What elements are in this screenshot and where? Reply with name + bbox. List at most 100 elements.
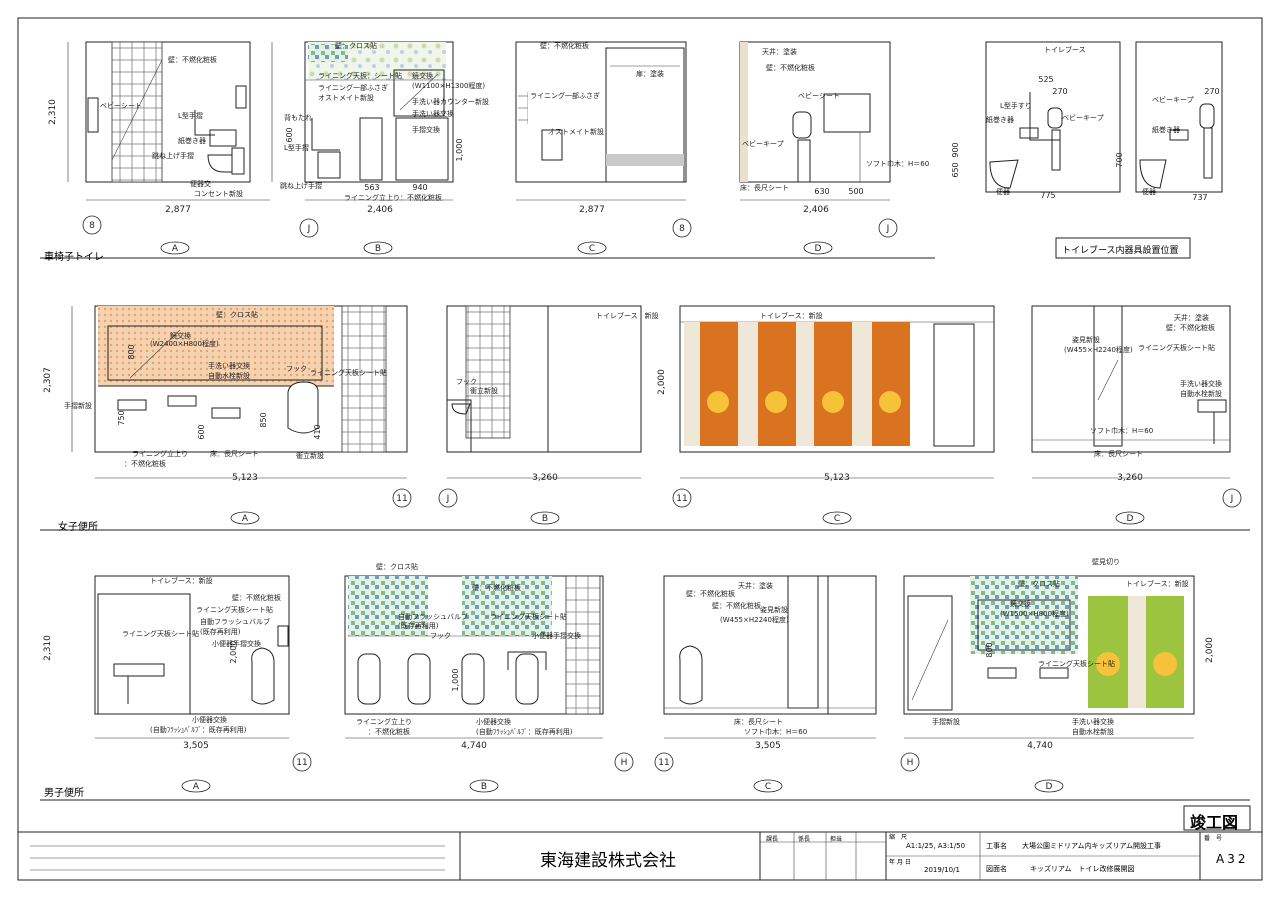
dim-wheelchair-b-dims-3: 940 <box>412 183 427 192</box>
dim-mens-d-dims-0: 800 <box>985 642 994 657</box>
note-mens-c-3: 姿見新設 <box>760 605 788 614</box>
elevation-mens-c <box>663 575 877 739</box>
elevation-letter-wheelchair-b: B <box>375 244 381 254</box>
drawing-name: キッズリアム トイレ改修展開図 <box>1030 865 1135 873</box>
note-wheelchair-d-4: ソフト巾木：H＝60 <box>866 159 929 168</box>
company-name: 東海建設株式会社 <box>540 851 676 871</box>
grid-bubble-mens-c-circle <box>654 752 674 772</box>
note-wheelchair-d-1: 壁：不燃化粧板 <box>766 63 815 72</box>
note-mens-c-5: 床：長尺シート <box>734 717 783 726</box>
note-womens-a-9: ：不燃化粧板 <box>124 459 166 468</box>
note-wheelchair-a-2: L型手摺 <box>178 111 203 120</box>
grid-bubble-wheelchair-b-circle <box>299 218 319 238</box>
number-label: 番 号 <box>1204 835 1223 842</box>
elevation-letter-womens-d: D <box>1127 514 1134 524</box>
note-wheelchair-a-3: 紙巻き器 <box>178 136 206 145</box>
grid-bubble-mens-b: H <box>621 758 628 768</box>
grid-bubble-womens-c-circle <box>672 488 692 508</box>
drawing-number: A32 <box>1216 852 1249 866</box>
elevation-wheelchair-d <box>739 41 891 201</box>
row-womens <box>40 305 1250 531</box>
scale-label: 縮 尺 <box>889 834 908 841</box>
booth-note-2: 紙巻き器 <box>986 115 1014 124</box>
grid-bubble-womens-b-circle <box>438 488 458 508</box>
elevation-letter-mens-d: D <box>1046 782 1053 792</box>
note-wheelchair-b-10: L型手摺 <box>284 143 309 152</box>
note-wheelchair-d-5: 床：長尺シート <box>740 183 789 192</box>
elevation-mens-d <box>903 575 1195 739</box>
note-mens-d-5: ライニング天板シート貼 <box>1038 659 1115 668</box>
note-womens-c-0: トイレブース：新設 <box>760 311 823 320</box>
grid-bubble-mens-d: H <box>907 758 914 768</box>
elevation-letter-womens-c: C <box>834 514 840 524</box>
dim-wheelchair-d-dims-0: 630 <box>814 187 829 196</box>
note-womens-a-0: 壁：クロス貼 <box>216 310 258 319</box>
elevation-letter-womens-a-circle <box>230 511 260 525</box>
note-wheelchair-b-5: (W1100×H1300程度) <box>412 81 485 90</box>
note-wheelchair-b-12: ライニング立上り：不燃化粧板 <box>344 193 442 202</box>
note-wheelchair-b-6: 手洗い器カウンター新設 <box>412 97 489 106</box>
drawing-label: 図面名 <box>986 865 1007 873</box>
elevation-letter-mens-b-circle <box>469 779 499 793</box>
note-womens-d-3: (W455×H2240程度) <box>1064 345 1133 354</box>
note-womens-a-3: 手洗い器交換 <box>208 361 250 370</box>
note-mens-a-3: 自動フラッシュバルブ <box>200 617 270 626</box>
note-mens-d-8: 自動水栓新設 <box>1072 727 1114 736</box>
dim-wheelchair-b-dims-2: 563 <box>364 183 379 192</box>
dim-wheelchair-booth-dims-4: 775 <box>1040 191 1055 200</box>
grid-bubble-wheelchair-b: J <box>307 224 311 234</box>
grid-bubble-wheelchair-c-circle <box>672 218 692 238</box>
height-dim-mens-d: 2,000 <box>1205 637 1215 663</box>
note-mens-b-1: 壁：不燃化粧板 <box>472 583 521 592</box>
note-wheelchair-c-1: 扉：塗装 <box>636 69 664 78</box>
note-womens-d-5: 手洗い器交換 <box>1180 379 1222 388</box>
note-womens-a-1: 鏡交換 <box>170 331 191 340</box>
grid-bubble-womens-d: J <box>1230 494 1234 504</box>
note-mens-a-6: 小便器手摺交換 <box>212 639 261 648</box>
dim-wheelchair-booth-dims-2: 900 <box>951 142 960 157</box>
note-womens-a-6: ライニング天板シート貼 <box>310 368 387 377</box>
note-mens-a-4: (既存再利用) <box>200 627 241 636</box>
dim-mens-b-dims-0: 1,000 <box>451 669 460 692</box>
grid-bubble-mens-b-circle <box>614 752 634 772</box>
note-wheelchair-b-2: ライニング一部ふさぎ <box>318 83 388 92</box>
project-label: 工事名 <box>986 842 1007 850</box>
date-value: 2019/10/1 <box>924 866 960 874</box>
note-mens-d-0: 壁見切り <box>1092 557 1120 566</box>
grid-bubble-womens-b: J <box>446 494 450 504</box>
note-mens-b-5: ライニング天板シート貼 <box>490 612 567 621</box>
booth-note-1: L型手すり <box>1000 101 1032 110</box>
width-dim-wheelchair-c: 2,877 <box>579 205 605 215</box>
note-mens-b-0: 壁：クロス貼 <box>376 562 418 571</box>
dim-wheelchair-booth-dims-0: 525 <box>1038 75 1053 84</box>
width-dim-mens-c: 3,505 <box>755 741 781 751</box>
elevation-letter-mens-c-circle <box>753 779 783 793</box>
elevation-letter-womens-d-circle <box>1115 511 1145 525</box>
note-wheelchair-b-7: 手洗い器交換 <box>412 109 454 118</box>
dim-wheelchair-b-dims-0: 600 <box>285 127 294 142</box>
note-wheelchair-a-1: ベビーシート <box>100 101 142 110</box>
elevation-letter-mens-b: B <box>481 782 487 792</box>
elevation-womens-c <box>679 305 995 479</box>
dim-womens-a-dims-1: 750 <box>117 410 126 425</box>
dim-wheelchair-booth-dims-3: 650 <box>951 162 960 177</box>
grid-bubble-womens-c: 11 <box>676 494 687 504</box>
note-wheelchair-a-5: 便器交 <box>190 179 211 188</box>
note-wheelchair-b-9: 背もたれ <box>284 113 312 122</box>
note-womens-d-8: 床：長尺シート <box>1094 449 1143 458</box>
dim-wheelchair-d-dims-1: 500 <box>848 187 863 196</box>
elevation-letter-womens-b-circle <box>530 511 560 525</box>
elevation-letter-mens-d-circle <box>1034 779 1064 793</box>
note-mens-b-10: (自動ﾌﾗｯｼｭﾊﾞﾙﾌﾞ：既存再利用) <box>476 727 573 736</box>
note-mens-b-7: ライニング立上り <box>356 717 412 726</box>
booth-note-6: 紙巻き器 <box>1152 125 1180 134</box>
note-womens-d-6: 自動水栓新設 <box>1180 389 1222 398</box>
booth-note-0: トイレブース <box>1044 45 1086 54</box>
note-mens-c-0: 天井：塗装 <box>738 581 773 590</box>
note-mens-b-9: 小便器交換 <box>476 717 511 726</box>
dim-womens-a-dims-4: 410 <box>313 424 322 439</box>
note-wheelchair-b-8: 手摺交換 <box>412 125 440 134</box>
note-wheelchair-a-4: 跳ね上げ手摺 <box>152 151 194 160</box>
elevation-letter-womens-b: B <box>542 514 548 524</box>
